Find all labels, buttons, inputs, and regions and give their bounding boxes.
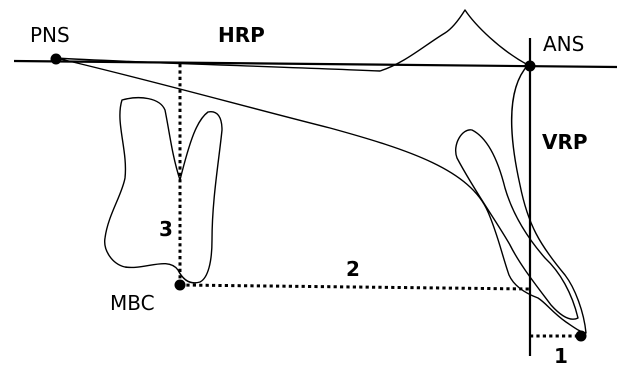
hrp-label: HRP xyxy=(218,23,265,47)
mbc-label: MBC xyxy=(110,291,155,315)
pns-point xyxy=(50,53,62,65)
incisor-outline xyxy=(455,129,579,320)
measurement-label-3: 3 xyxy=(159,217,173,241)
molar-outline xyxy=(104,97,223,284)
vrp-label: VRP xyxy=(542,130,588,154)
palate-outline xyxy=(55,9,587,334)
pns-label: PNS xyxy=(30,23,70,47)
measurement-line-2 xyxy=(179,283,531,291)
incisor-tip-point xyxy=(575,330,587,342)
ans-label: ANS xyxy=(543,32,584,56)
mbc-point xyxy=(174,279,186,291)
measurement-label-1: 1 xyxy=(554,344,568,368)
ans-point xyxy=(524,60,536,72)
horizontal-reference-plane xyxy=(13,59,618,69)
measurement-label-2: 2 xyxy=(346,257,360,281)
